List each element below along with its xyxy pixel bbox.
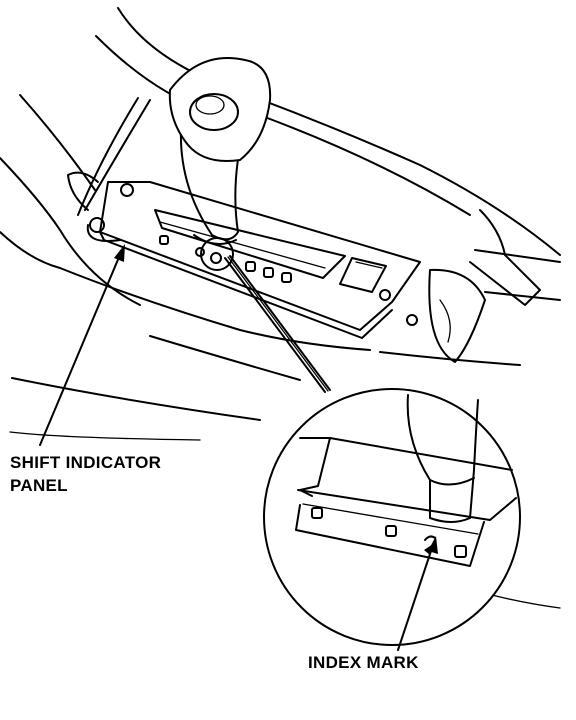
shift-indicator-panel-label-line1: SHIFT INDICATOR [10, 453, 162, 472]
leader-lines [39, 244, 438, 651]
inset-circle [263, 388, 521, 646]
position-mark-1 [281, 272, 292, 283]
position-mark-d3 [245, 261, 256, 272]
position-mark-p [159, 235, 169, 245]
magnified-inset [263, 388, 521, 646]
inset-mark-2 [385, 525, 397, 537]
inset-mark-3 [454, 545, 467, 558]
shift-indicator-panel-label-line2: PANEL [10, 476, 68, 495]
shift-lever [168, 57, 272, 271]
callout-connector [224, 255, 331, 393]
position-mark-2 [263, 267, 274, 278]
position-mark-n [210, 252, 222, 264]
left-trim [67, 97, 151, 242]
right-plate [406, 209, 541, 363]
inset-mark-1 [311, 507, 323, 519]
shift-indicator-panel [99, 181, 421, 339]
knob-button [189, 93, 239, 131]
index-mark-label: INDEX MARK [308, 653, 419, 672]
